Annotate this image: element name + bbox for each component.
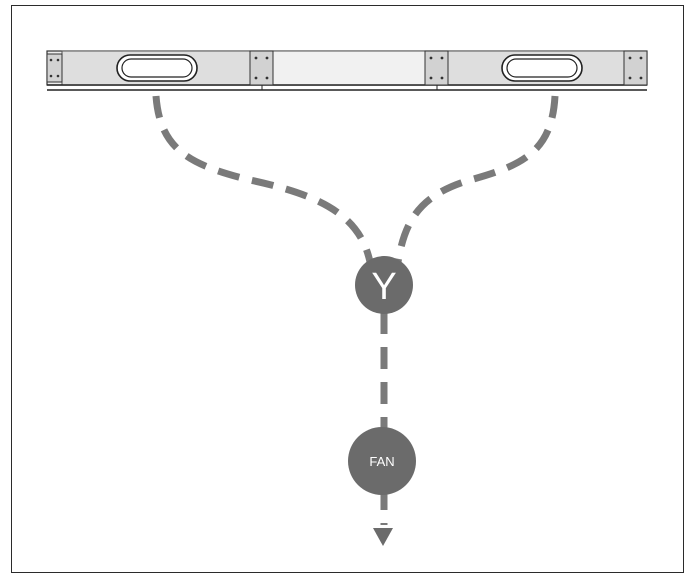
y-junction-node: Y: [355, 256, 413, 314]
bracket-icon: [46, 53, 63, 83]
duct-right-branch: [394, 95, 559, 263]
fan-node: FAN: [348, 427, 416, 495]
intake-slot-icon: [116, 54, 198, 82]
bracket-icon: [623, 50, 648, 86]
y-junction-circle: [355, 256, 413, 314]
y-junction-label: Y: [371, 266, 396, 308]
fan-label: FAN: [369, 454, 394, 469]
fan-circle: [348, 427, 416, 495]
duct-left-branch: [152, 95, 374, 263]
bracket-icon: [249, 50, 274, 86]
intake-slot-icon: [501, 54, 583, 82]
arrow-down-icon: [373, 528, 393, 546]
rail-section-middle: [272, 50, 426, 86]
ceiling-rail: [46, 50, 648, 91]
diagram-frame: [11, 5, 684, 573]
bracket-icon: [424, 50, 449, 86]
